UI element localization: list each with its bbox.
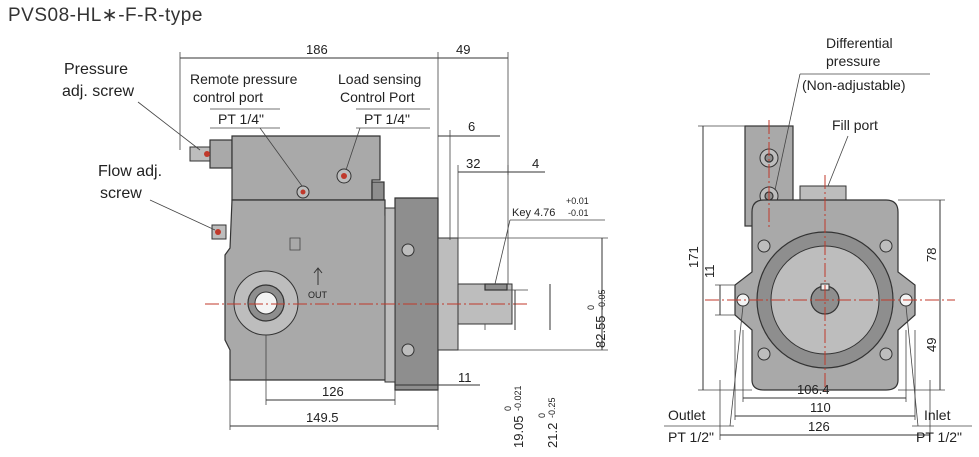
side-view: OUT <box>189 135 530 391</box>
dim-6: 6 <box>468 119 475 134</box>
non-adjustable-label: (Non-adjustable) <box>802 77 906 93</box>
pilot <box>437 237 459 351</box>
dim-19-05-tol-upper: 0 <box>503 406 513 411</box>
dim-106-4: 106.4 <box>797 382 830 397</box>
front-view-callouts: Differential pressure (Non-adjustable) F… <box>664 35 972 445</box>
dim-82-55-tol-lower: -0.05 <box>597 289 607 310</box>
dim-21-2: 21.2 <box>545 423 560 448</box>
dim-78: 78 <box>924 248 939 262</box>
load-label-2: Control Port <box>340 89 415 105</box>
dim-19-05: 19.05 <box>511 415 526 448</box>
dim-186: 186 <box>306 42 328 57</box>
outlet-label: Outlet <box>668 407 705 423</box>
key-label: Key 4.76 <box>512 207 555 219</box>
dim-171: 171 <box>686 246 701 268</box>
pressure-adjust-screw <box>189 139 233 169</box>
differential-label-2: pressure <box>826 53 881 69</box>
key-tol-upper: +0.01 <box>566 196 589 206</box>
side-view-dimensions: 186 49 6 32 4 Key 4.76 +0.01 -0.01 82.55… <box>179 42 608 448</box>
dim-49: 49 <box>456 42 470 57</box>
diagram-title: PVS08-HL∗-F-R-type <box>8 5 203 26</box>
dim-11-right: 11 <box>702 265 717 279</box>
fill-port-label: Fill port <box>832 117 878 133</box>
dim-110: 110 <box>810 400 831 415</box>
dim-11: 11 <box>458 370 472 385</box>
flow-adj-label-2: screw <box>100 185 142 202</box>
remote-label-2: control port <box>193 89 263 105</box>
flow-adjust-screw <box>211 224 227 240</box>
dim-126: 126 <box>322 384 344 399</box>
mounting-flange <box>394 197 439 391</box>
remote-pt: PT 1/4" <box>218 111 264 127</box>
dim-82-55: 82.55 <box>593 315 608 348</box>
dim-4: 4 <box>532 156 539 171</box>
remote-label-1: Remote pressure <box>190 71 298 87</box>
front-view-dimensions: 171 11 78 49 106.4 110 126 <box>686 125 945 440</box>
out-label: OUT <box>308 290 328 300</box>
flow-adj-label-1: Flow adj. <box>98 163 162 180</box>
dim-21-2-tol-lower: -0.25 <box>547 397 557 418</box>
differential-label-1: Differential <box>826 35 893 51</box>
dim-82-55-tol-upper: 0 <box>586 305 596 310</box>
key-tol-lower: -0.01 <box>568 208 589 218</box>
outlet-pt: PT 1/2" <box>668 429 714 445</box>
dim-49-right: 49 <box>924 338 939 352</box>
dim-32: 32 <box>466 156 480 171</box>
load-pt: PT 1/4" <box>364 111 410 127</box>
side-view-callouts: Pressure adj. screw Flow adj. screw Remo… <box>62 61 430 231</box>
front-view <box>705 120 955 395</box>
inlet-pt: PT 1/2" <box>916 429 962 445</box>
dim-21-2-tol-upper: 0 <box>537 413 547 418</box>
pressure-adj-label-1: Pressure <box>64 61 128 78</box>
pressure-adj-label-2: adj. screw <box>62 83 134 100</box>
inlet-label: Inlet <box>924 407 951 423</box>
dim-126-right: 126 <box>808 419 830 434</box>
dim-149-5: 149.5 <box>306 410 339 425</box>
dim-19-05-tol-lower: -0.021 <box>513 385 523 411</box>
load-label-1: Load sensing <box>338 71 421 87</box>
